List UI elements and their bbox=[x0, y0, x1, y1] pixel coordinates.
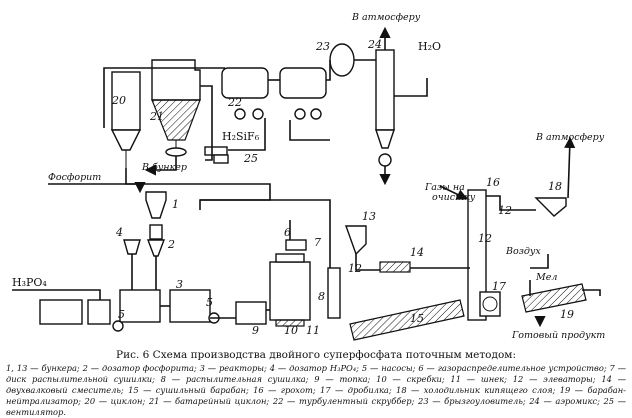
caption-legend: 1, 13 — бункера; 2 — дозатор фосфорита; … bbox=[6, 363, 626, 417]
number-19: 19 bbox=[560, 308, 574, 321]
middle-piping bbox=[12, 136, 601, 328]
caption-title-text: Схема производства двойного суперфосфата… bbox=[152, 349, 516, 361]
number-20: 20 bbox=[111, 94, 126, 107]
number-5: 5 bbox=[118, 308, 125, 321]
number-13: 13 bbox=[362, 210, 376, 223]
label-phosphorite: Фосфорит bbox=[48, 172, 101, 183]
acid-tanks bbox=[39, 299, 111, 325]
figure-caption: Рис. 6 Схема производства двойного супер… bbox=[6, 350, 626, 418]
bunker-1 bbox=[145, 191, 167, 219]
number-22: 22 bbox=[227, 96, 242, 109]
scrubber-2 bbox=[279, 67, 327, 120]
number-4: 4 bbox=[115, 226, 123, 239]
label-product: Готовый продукт bbox=[511, 330, 605, 341]
phosphorite-feed bbox=[48, 182, 146, 194]
number-2: 2 bbox=[167, 238, 175, 251]
label-air: Воздух bbox=[505, 246, 541, 257]
gas-distributor-6 bbox=[285, 239, 307, 251]
number-21: 21 bbox=[149, 110, 164, 123]
cyclone-20 bbox=[110, 71, 142, 168]
label-atm-right: В атмосферу bbox=[535, 132, 605, 143]
number-12: 12 bbox=[348, 262, 362, 275]
phosphorite-doser-2 bbox=[146, 224, 166, 257]
bunker-13 bbox=[345, 225, 367, 256]
number-25: 25 bbox=[243, 152, 258, 165]
number-1: 1 bbox=[172, 198, 179, 211]
fan-25 bbox=[204, 146, 229, 164]
mixer-14 bbox=[379, 261, 411, 273]
number-24: 24 bbox=[367, 38, 382, 51]
number-7: 7 bbox=[314, 236, 321, 249]
number-11: 11 bbox=[306, 324, 320, 337]
crusher-17 bbox=[479, 291, 501, 317]
label-to-bunker: В бункер bbox=[141, 162, 187, 173]
drop-separator-23 bbox=[329, 43, 355, 77]
aeromix-24 bbox=[375, 49, 395, 167]
process-flow-diagram: В атмосферу H₂O H₂SiF₆ В бункер Фосфорит… bbox=[12, 12, 605, 341]
number-9: 9 bbox=[252, 324, 259, 337]
turbulent-scrubber-22 bbox=[221, 67, 269, 120]
number-15: 15 bbox=[410, 312, 424, 325]
number-17: 17 bbox=[492, 280, 506, 293]
drying-drum-15 bbox=[349, 299, 465, 341]
label-h2sif6: H₂SiF₆ bbox=[222, 130, 260, 143]
furnace-9 bbox=[235, 301, 267, 325]
number-14: 14 bbox=[410, 246, 424, 259]
neutralizer-drum-19 bbox=[521, 283, 587, 313]
component-numbers: 1 2 3 4 5 6 7 8 9 10 11 12 13 14 15 16 1… bbox=[111, 38, 574, 337]
number-18: 18 bbox=[548, 180, 562, 193]
reactors-3 bbox=[119, 289, 211, 323]
elevator-12 bbox=[327, 267, 341, 319]
battery-cyclone-21 bbox=[151, 59, 201, 157]
caption-fig: Рис. 6 bbox=[116, 349, 150, 361]
number-6: 6 bbox=[284, 226, 291, 239]
number-23: 23 bbox=[315, 40, 330, 53]
number-5b: 5 bbox=[206, 296, 213, 309]
label-h3po4: H₃PO₄ bbox=[12, 276, 47, 289]
label-atm-top: В атмосферу bbox=[351, 12, 421, 23]
caption-title: Рис. 6 Схема производства двойного супер… bbox=[6, 350, 626, 361]
label-chalk: Мел bbox=[535, 272, 557, 283]
number-16: 16 bbox=[486, 176, 500, 189]
number-12b: 12 bbox=[478, 232, 492, 245]
spray-dryer-8 bbox=[269, 253, 311, 327]
fluidized-cooler-18 bbox=[534, 197, 567, 217]
screen-16 bbox=[467, 189, 487, 321]
h3po4-doser-4 bbox=[123, 239, 141, 255]
label-gases-2: очистку bbox=[432, 192, 476, 203]
label-h2o: H₂O bbox=[418, 40, 441, 53]
number-12c: 12 bbox=[498, 204, 512, 217]
number-8: 8 bbox=[318, 290, 325, 303]
label-gases-1: Газы на bbox=[424, 182, 465, 193]
number-3: 3 bbox=[176, 278, 183, 291]
number-10: 10 bbox=[284, 324, 298, 337]
